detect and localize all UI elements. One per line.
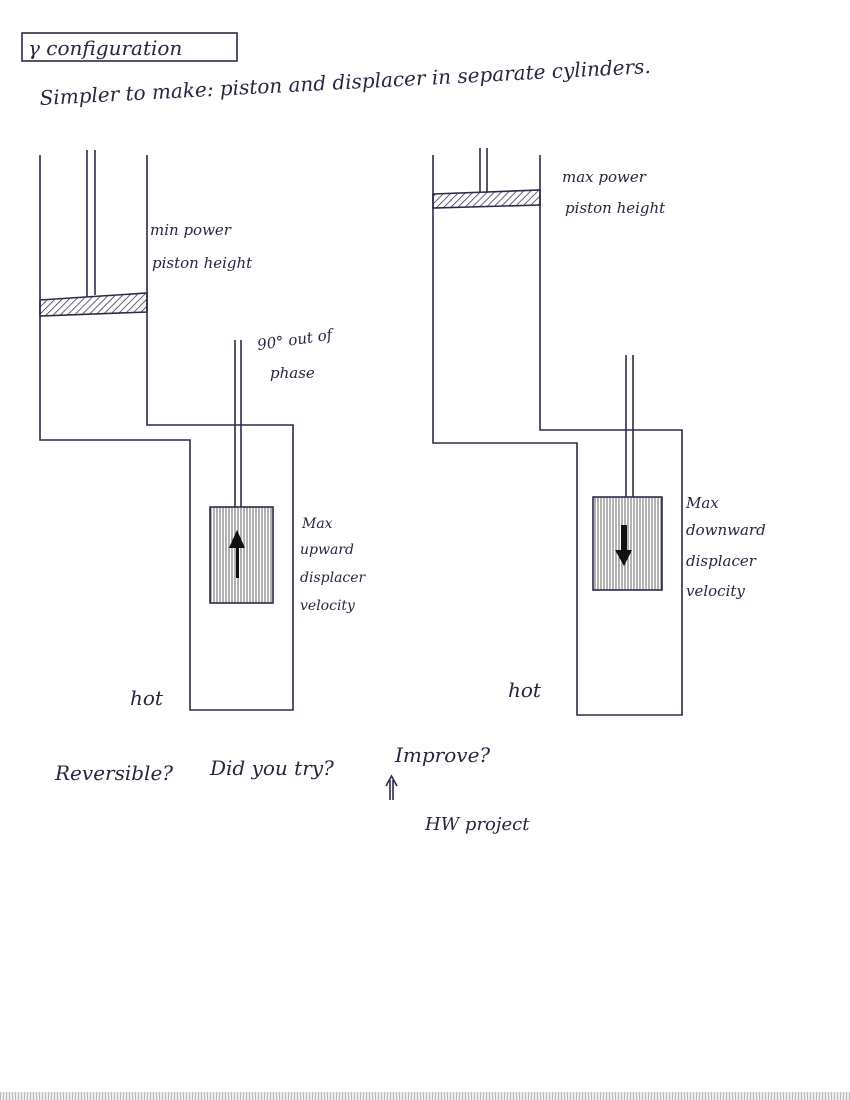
right-hot-label: hot: [508, 678, 542, 702]
arrow-up-icon: [229, 530, 245, 578]
hw-project-note: HW project: [424, 814, 530, 835]
left-hot-label: hot: [130, 686, 164, 710]
phase-label-2: phase: [270, 364, 315, 382]
displacer: [592, 496, 663, 591]
right-piston-label-2: piston height: [565, 199, 666, 217]
right-disp-label-4: velocity: [686, 582, 745, 600]
left-piston-label-2: piston height: [152, 254, 253, 272]
left-disp-label-4: velocity: [300, 598, 356, 614]
right-engine: [432, 148, 683, 716]
left-piston-label-1: min power: [150, 221, 232, 239]
right-disp-label-1: Max: [685, 494, 719, 512]
left-engine: [39, 150, 294, 711]
left-disp-label-2: upward: [300, 542, 354, 558]
question-reversible: Reversible?: [54, 761, 173, 785]
displacer: [209, 506, 274, 604]
left-disp-label-1: Max: [301, 516, 333, 532]
power-piston: [39, 292, 148, 317]
title-box: [21, 32, 238, 62]
right-disp-label-3: displacer: [686, 552, 757, 570]
phase-label-1: 90° out of: [256, 325, 336, 354]
title: γ configuration: [28, 36, 182, 60]
left-disp-label-3: displacer: [300, 570, 367, 586]
right-disp-label-2: downward: [686, 521, 766, 539]
arrow-down-icon: [615, 525, 632, 566]
double-arrow-up-icon: [385, 774, 398, 800]
question-improve: Improve?: [394, 743, 490, 767]
question-did-you-try: Did you try?: [209, 756, 334, 780]
subtitle: Simpler to make: piston and displacer in…: [39, 54, 651, 110]
scan-edge: [0, 1092, 850, 1100]
power-piston: [432, 189, 541, 209]
right-piston-label-1: max power: [562, 168, 647, 186]
